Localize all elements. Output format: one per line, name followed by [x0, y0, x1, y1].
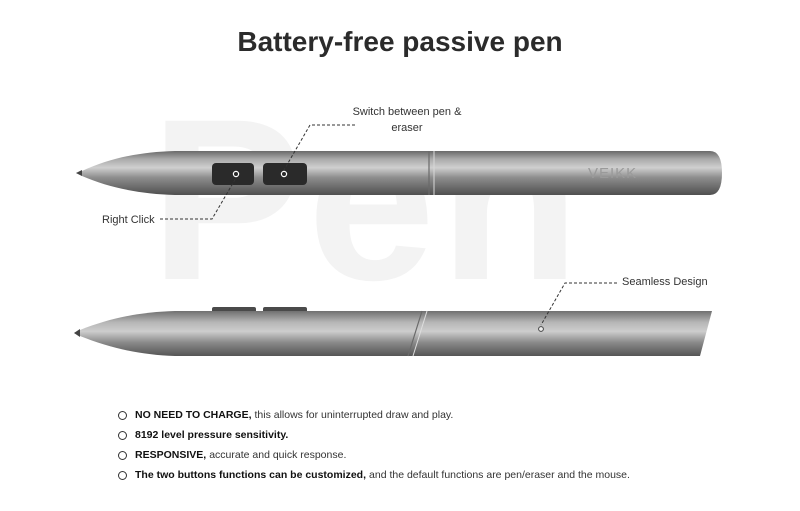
feature-text: accurate and quick response.: [209, 449, 347, 461]
callout-line-seamless: [540, 282, 617, 326]
circle-bullet-icon: [118, 410, 127, 420]
callout-lines-top: [160, 124, 355, 220]
feature-item: NO NEED TO CHARGE, this allows for unint…: [118, 405, 630, 425]
callout-seamless-label: Seamless Design: [622, 276, 708, 288]
callout-right-click-label: Right Click: [102, 214, 155, 226]
feature-bold-text: NO NEED TO CHARGE,: [135, 409, 252, 421]
feature-bold-text: RESPONSIVE,: [135, 449, 207, 461]
feature-item: 8192 level pressure sensitivity.: [118, 425, 630, 445]
top-pen: VEIKK: [76, 151, 722, 195]
brand-logo: VEIKK: [588, 165, 637, 182]
circle-bullet-icon: [118, 450, 127, 460]
circle-bullet-icon: [118, 470, 127, 480]
feature-item: The two buttons functions can be customi…: [118, 465, 630, 485]
feature-bold-text: 8192 level pressure sensitivity.: [135, 429, 289, 441]
seamless-point: [538, 326, 544, 332]
background-watermark-text: Pen: [150, 71, 584, 328]
page-title: Battery-free passive pen: [237, 26, 563, 57]
feature-text: this allows for uninterrupted draw and p…: [254, 409, 454, 421]
feature-bold-text: The two buttons functions can be customi…: [135, 469, 367, 481]
upper-side-button: [263, 163, 307, 185]
feature-item: RESPONSIVE, accurate and quick response.: [118, 445, 630, 465]
feature-text: and the default functions are pen/eraser…: [369, 469, 630, 481]
circle-bullet-icon: [118, 430, 127, 440]
feature-list: NO NEED TO CHARGE, this allows for unint…: [118, 405, 630, 485]
bottom-pen: [74, 307, 712, 357]
callout-switch-label: Switch between pen & eraser: [352, 106, 462, 134]
